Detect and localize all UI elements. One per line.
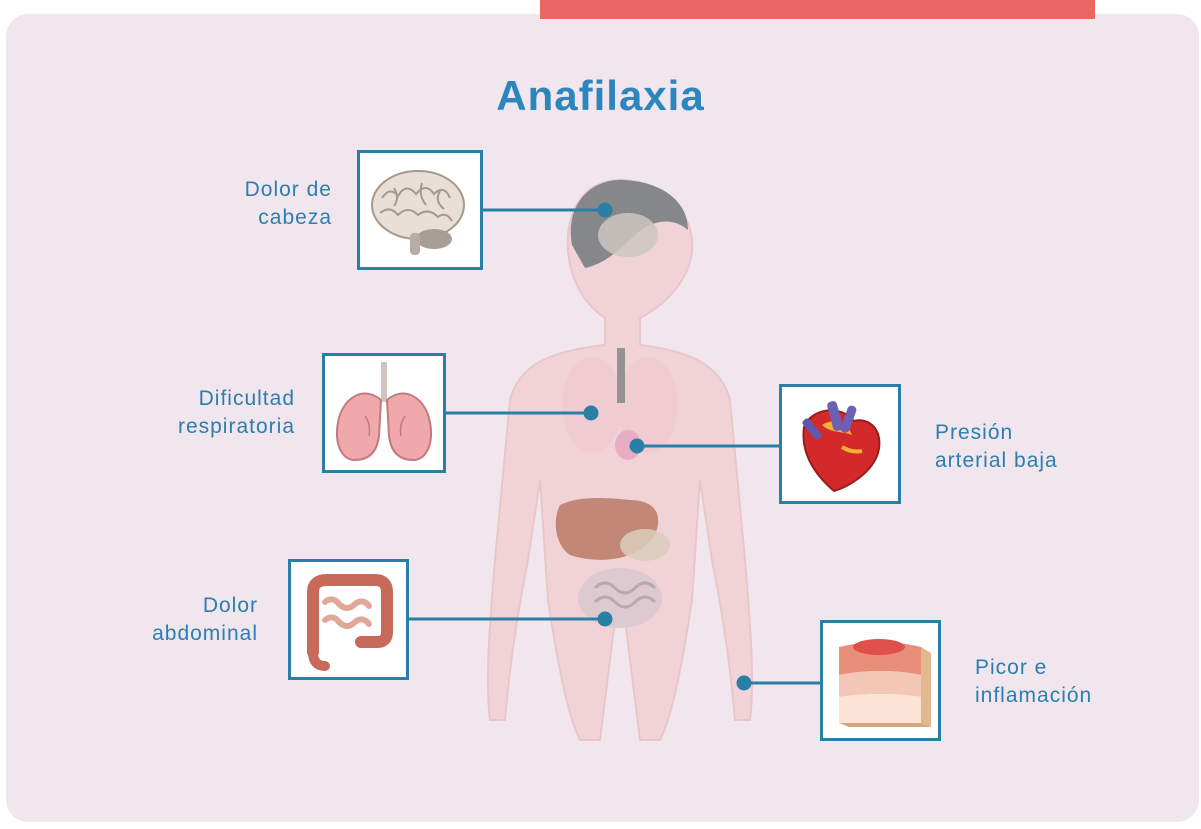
skin-frame (820, 620, 941, 741)
brain-frame (357, 150, 483, 270)
skin-icon (823, 623, 938, 738)
label-presion-arterial-baja: Presión arterial baja (935, 419, 1125, 475)
label-dolor-de-cabeza: Dolor de cabeza (180, 176, 332, 232)
body-silhouette (488, 180, 752, 740)
intestines-icon (291, 562, 406, 677)
heart-frame (779, 384, 901, 504)
label-picor-e-inflamacion: Picor e inflamación (975, 654, 1155, 710)
intestines-frame (288, 559, 409, 680)
brain-icon (360, 153, 480, 267)
label-dificultad-respiratoria: Dificultad respiratoria (130, 385, 295, 441)
label-dolor-abdominal: Dolor abdominal (100, 592, 258, 648)
page-title: Anafilaxia (0, 72, 1201, 120)
lungs-frame (322, 353, 446, 473)
lungs-icon (325, 356, 443, 470)
heart-icon (782, 387, 898, 501)
